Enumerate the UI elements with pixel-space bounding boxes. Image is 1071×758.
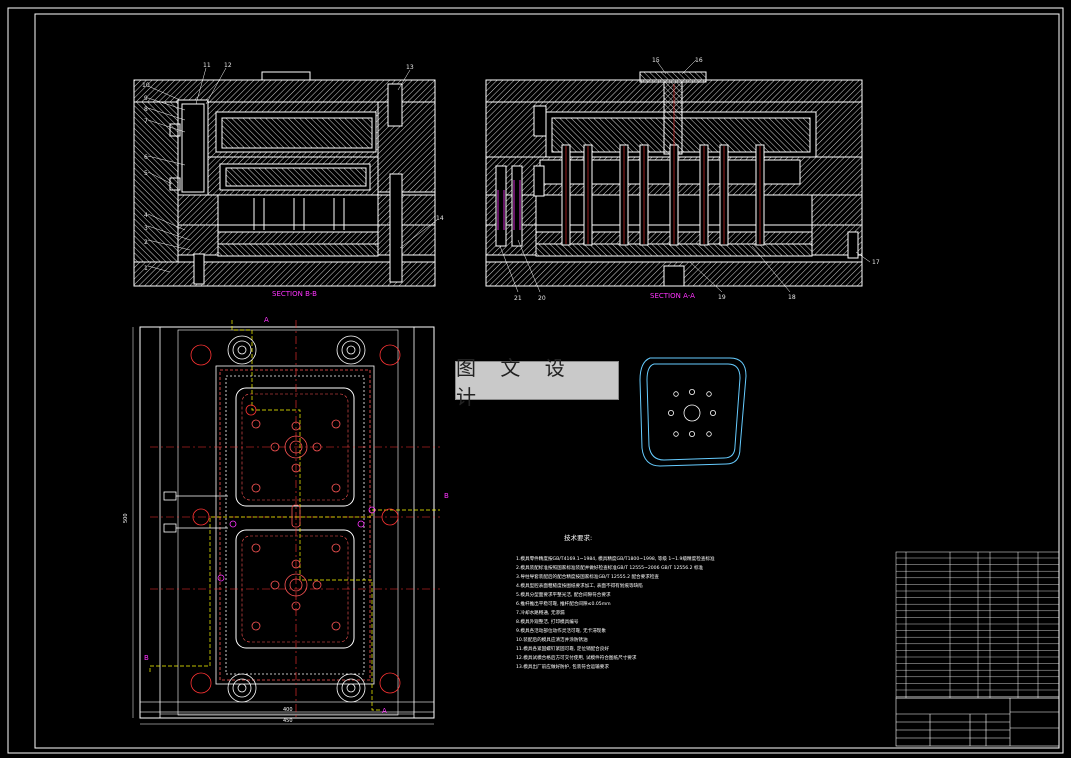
part-number: 16 xyxy=(695,57,703,64)
part-number: 5 xyxy=(144,170,148,177)
part-number: 7 xyxy=(144,118,148,125)
cut-markers: A A B B xyxy=(144,316,449,715)
part-number: 19 xyxy=(718,294,726,301)
cut-marker: B xyxy=(444,492,449,500)
bom-rows xyxy=(896,557,1059,697)
tech-item: 11.模具各紧固螺钉紧固可靠, 定位销配合良好 xyxy=(516,645,609,652)
part-number-labels: 1 2 3 4 5 6 7 8 9 10 11 12 13 14 15 16 1… xyxy=(142,57,880,302)
drawing-border xyxy=(7,7,1064,754)
dimension-text: 500 xyxy=(123,513,129,523)
part-number: 17 xyxy=(872,259,880,266)
return-pin-holes xyxy=(190,344,401,694)
dimension-text: 400 xyxy=(283,707,293,713)
tech-item: 6.推杆推出平稳可靠, 推杆配合间隙≤0.05mm xyxy=(516,600,611,607)
plan-section-lines xyxy=(149,320,440,711)
tech-item: 9.模具各活动部位动作灵活可靠, 无卡滞现象 xyxy=(516,627,606,634)
part-number: 20 xyxy=(538,295,546,302)
section-aa-redlines xyxy=(565,84,761,244)
part-number: 15 xyxy=(652,57,660,64)
section-bb-leaders xyxy=(147,67,438,273)
part-number: 12 xyxy=(224,62,232,69)
dimension-text: 450 xyxy=(283,718,293,724)
title-block xyxy=(895,697,1060,747)
section-aa-leaders xyxy=(499,59,871,293)
part-number: 13 xyxy=(406,64,414,71)
part-number: 14 xyxy=(436,215,444,222)
bill-of-materials xyxy=(895,551,1060,699)
section-aa-label: SECTION A-A xyxy=(650,292,695,300)
tech-item: 13.模具出厂前应做好防护, 包装符合运输要求 xyxy=(516,663,609,670)
tech-item: 3.导柱导套装配后的配合精度按国家标准GB/T 12555.2 配合要求检查 xyxy=(516,573,659,580)
cooling-fittings xyxy=(163,491,228,533)
tech-item: 2.模具装配标准按照国家标准装配并做好检查标准GB/T 12555~2006 G… xyxy=(516,564,704,571)
part-number: 10 xyxy=(142,82,150,89)
tech-requirements-title: 技术要求: xyxy=(564,533,592,542)
tech-item: 4.模具型腔表面粗糙度按图纸要求加工, 表面不得有划痕等缺陷 xyxy=(516,582,643,589)
cut-marker: B xyxy=(144,654,149,662)
cut-marker: A xyxy=(264,316,269,324)
tech-item: 10.装配后的模具应清洁并涂防锈油 xyxy=(516,636,588,643)
part-number: 2 xyxy=(144,239,148,246)
tech-item: 7.冷却水路畅通, 无渗漏 xyxy=(516,609,565,616)
part-number: 21 xyxy=(514,295,522,302)
plan-dimensions: 400 450 500 xyxy=(123,327,434,725)
technical-requirements: 技术要求: 1.模具零件精度按GB/T4169.1~1984, 模具精度GB/T… xyxy=(516,533,715,670)
watermark-banner: 图 文 设 计 xyxy=(455,356,619,409)
section-bb-view xyxy=(133,71,436,287)
part-number: 3 xyxy=(144,225,148,232)
plan-magenta-marks xyxy=(217,506,376,582)
tech-item: 1.模具零件精度按GB/T4169.1~1984, 模具精度GB/T1800~1… xyxy=(516,555,715,562)
plan-view xyxy=(139,326,435,719)
part-number: 4 xyxy=(144,212,148,219)
tech-item: 12.模具试模合格后方可交付使用, 试模件符合图纸尺寸要求 xyxy=(516,654,637,661)
part-isometric xyxy=(639,357,747,467)
part-number: 8 xyxy=(144,106,148,113)
section-bb-label: SECTION B-B xyxy=(272,290,317,298)
part-number: 6 xyxy=(144,154,148,161)
cut-marker: A xyxy=(382,707,387,715)
part-number: 9 xyxy=(144,95,148,102)
part-number: 11 xyxy=(203,62,211,69)
tech-item: 5.模具分型面要求平整光洁, 配合间隙符合要求 xyxy=(516,591,611,598)
section-aa-magenta-pins xyxy=(497,180,521,230)
tech-item: 8.模具外观整洁, 打印模具编号 xyxy=(516,618,579,625)
ejector-pin-holes xyxy=(251,419,341,631)
part-number: 1 xyxy=(144,265,148,272)
guide-bushings xyxy=(227,335,366,703)
part-number: 18 xyxy=(788,294,796,301)
